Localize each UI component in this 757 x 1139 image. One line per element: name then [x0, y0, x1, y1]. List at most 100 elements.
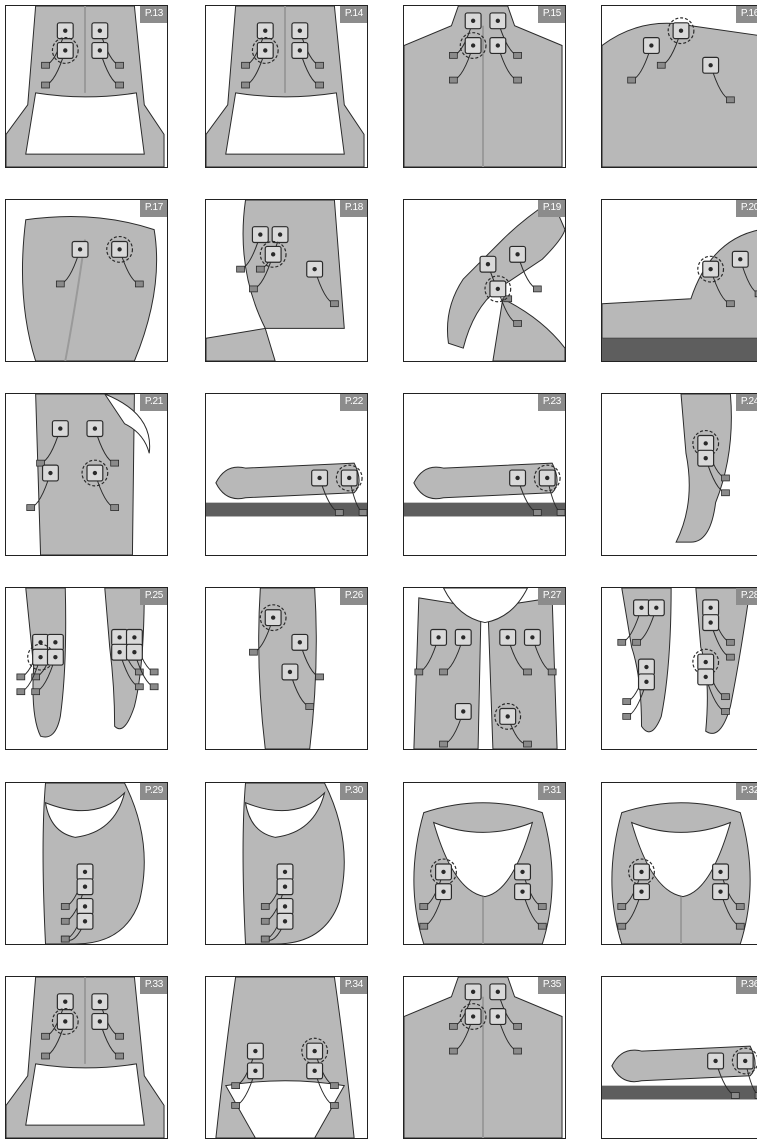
electrode-center: [441, 870, 445, 874]
lead-connector: [232, 1083, 240, 1089]
lead-connector: [514, 321, 522, 327]
electrode-center: [63, 48, 67, 52]
electrode-center: [704, 456, 708, 460]
electrode-center: [83, 904, 87, 908]
lead-connector: [116, 82, 124, 88]
body-figure: [447, 200, 565, 361]
electrode-center: [708, 620, 712, 624]
body-figure: [216, 977, 354, 1138]
lead-connector: [111, 505, 119, 511]
electrode-center: [718, 870, 722, 874]
lead-connector: [420, 904, 428, 910]
lead-connector: [726, 639, 734, 645]
diagram-panel: P.13: [5, 5, 168, 168]
electrode-center: [98, 48, 102, 52]
electrode-center: [506, 714, 510, 718]
page-reference-tag: P.18: [340, 200, 367, 217]
lead-connector: [449, 1023, 457, 1029]
body-figure: [414, 588, 557, 749]
electrode-center: [679, 29, 683, 33]
electrode-center: [283, 870, 287, 874]
diagram-panel: P.28: [601, 587, 757, 750]
electrode-center: [312, 1069, 316, 1073]
diagram-panel: P.20: [601, 199, 757, 362]
body-figure: [414, 803, 552, 944]
electrode-diagram: [404, 394, 565, 555]
electrode-center: [704, 660, 708, 664]
electrode-center: [743, 1059, 747, 1063]
page-reference-tag: P.27: [538, 588, 565, 605]
lead-connector: [261, 904, 269, 910]
diagram-panel: P.31: [403, 782, 566, 945]
electrode-center: [708, 63, 712, 67]
electrode-center: [253, 1069, 257, 1073]
electrode-diagram: [602, 977, 757, 1138]
page-reference-tag: P.13: [140, 6, 167, 23]
electrode-diagram: [6, 588, 167, 749]
electrode-diagram: [404, 6, 565, 167]
electrode-center: [708, 267, 712, 271]
electrode-diagram: [206, 394, 367, 555]
electrode-center: [649, 43, 653, 47]
lead-connector: [17, 689, 25, 695]
electrode-center: [718, 889, 722, 893]
electrode-center: [253, 1049, 257, 1053]
electrode-center: [471, 990, 475, 994]
body-figure: [6, 6, 164, 167]
electrode-center: [98, 1000, 102, 1004]
electrode-center: [298, 29, 302, 33]
electrode-center: [58, 426, 62, 430]
electrode-center: [63, 1019, 67, 1023]
electrode-diagram: [6, 6, 167, 167]
electrode-center: [263, 29, 267, 33]
lead-connector: [623, 713, 631, 719]
lead-connector: [116, 1053, 124, 1059]
lead-connector: [726, 654, 734, 660]
lead-connector: [150, 669, 158, 675]
electrode-diagram: [602, 588, 757, 749]
lead-connector: [449, 1048, 457, 1054]
electrode-center: [639, 606, 643, 610]
diagram-panel: P.23: [403, 393, 566, 556]
page-reference-tag: P.14: [340, 6, 367, 23]
electrode-center: [713, 1059, 717, 1063]
diagram-panel: P.19: [403, 199, 566, 362]
electrode-center: [704, 441, 708, 445]
electrode-center: [461, 709, 465, 713]
lead-connector: [330, 301, 338, 307]
electrode-center: [639, 889, 643, 893]
electrode-center: [471, 1014, 475, 1018]
electrode-center: [644, 665, 648, 669]
lead-connector: [722, 709, 730, 715]
electrode-center: [515, 476, 519, 480]
page-reference-tag: P.26: [340, 588, 367, 605]
electrode-center: [48, 471, 52, 475]
electrode-diagram: [602, 783, 757, 944]
electrode-diagram: [602, 200, 757, 361]
lead-connector: [335, 510, 343, 516]
lead-connector: [42, 1053, 50, 1059]
lead-connector: [135, 684, 143, 690]
page-reference-tag: P.34: [340, 977, 367, 994]
lead-connector: [261, 918, 269, 924]
lead-connector: [533, 510, 541, 516]
lead-connector: [42, 82, 50, 88]
diagram-panel: P.18: [205, 199, 368, 362]
electrode-center: [436, 635, 440, 639]
electrode-center: [515, 252, 519, 256]
lead-connector: [726, 97, 734, 103]
body-figure: [404, 977, 562, 1138]
electrode-center: [117, 650, 121, 654]
body-figure: [612, 803, 750, 944]
lead-connector: [440, 669, 448, 675]
lead-connector: [548, 669, 556, 675]
diagram-panel: P.25: [5, 587, 168, 750]
lead-connector: [116, 62, 124, 68]
electrode-center: [298, 640, 302, 644]
page-reference-tag: P.33: [140, 977, 167, 994]
lead-connector: [135, 281, 143, 287]
electrode-center: [530, 635, 534, 639]
electrode-center: [283, 885, 287, 889]
page-reference-tag: P.19: [538, 200, 565, 217]
electrode-center: [132, 650, 136, 654]
